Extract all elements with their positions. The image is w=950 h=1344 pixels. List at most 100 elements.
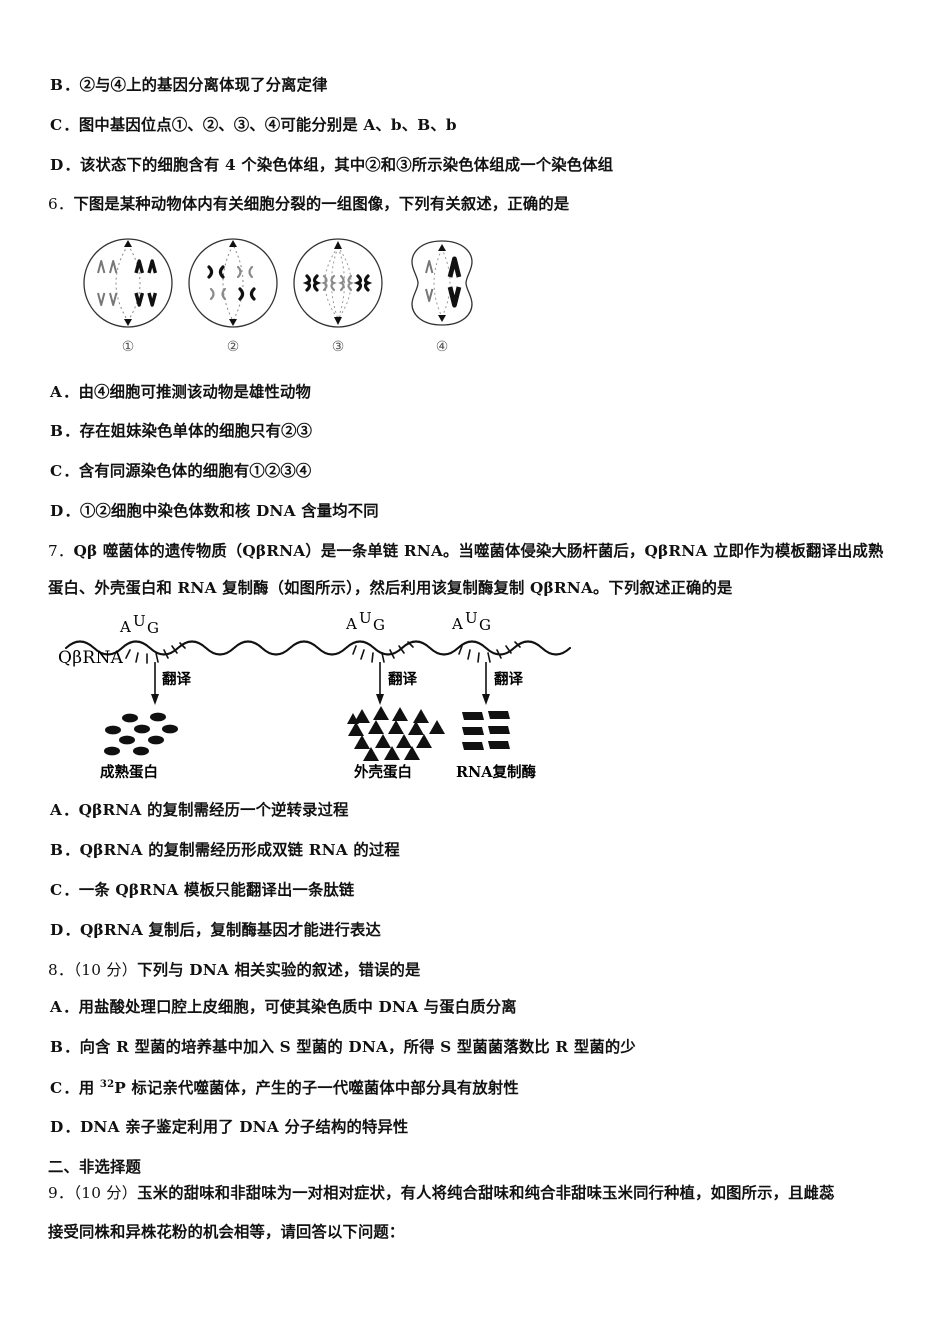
option-text: 含有同源染色体的细胞有①②③④ bbox=[78, 462, 312, 481]
option-sep: ． bbox=[63, 881, 79, 900]
option-sep: ． bbox=[63, 997, 79, 1016]
option-sep: ． bbox=[63, 382, 79, 401]
product-label-mature-protein: 成熟蛋白 bbox=[100, 764, 158, 782]
option-row[interactable]: A．用盐酸处理口腔上皮细胞，可使其染色质中 DNA 与蛋白质分离 bbox=[48, 997, 902, 1016]
option-label: D bbox=[50, 920, 64, 939]
option-label: A bbox=[50, 801, 63, 820]
cell-1 bbox=[83, 238, 173, 328]
start-codon-1: A U G bbox=[120, 612, 159, 638]
start-codon-3: A U G bbox=[452, 609, 491, 635]
qbeta-rna-svg bbox=[64, 640, 572, 762]
question-5-options-group: B．②与④上的基因分离体现了分离定律 C．图中基因位点①、②、③、④可能分别是 … bbox=[48, 76, 902, 174]
option-label: B bbox=[50, 1037, 64, 1056]
option-row[interactable]: D．QβRNA 复制后，复制酶基因才能进行表达 bbox=[48, 920, 902, 939]
question-9-stem-text-2: 接受同株和异株花粉的机会相等，请回答以下问题： bbox=[48, 1222, 405, 1241]
option-text-after: P 标记亲代噬菌体，产生的子一代噬菌体中部分具有放射性 bbox=[114, 1078, 519, 1097]
question-6-options-group: A．由④细胞可推测该动物是雄性动物 B．存在姐妹染色单体的细胞只有②③ C．含有… bbox=[48, 382, 902, 521]
option-row[interactable]: D．①②细胞中染色体数和核 DNA 含量均不同 bbox=[48, 502, 902, 521]
codon-ticks-3 bbox=[458, 641, 521, 664]
product-coat-protein-glyphs bbox=[347, 706, 445, 762]
option-sep: ． bbox=[64, 502, 80, 521]
option-sep: ． bbox=[63, 1078, 79, 1097]
option-text: 用盐酸处理口腔上皮细胞，可使其染色质中 DNA 与蛋白质分离 bbox=[78, 997, 517, 1016]
option-row[interactable]: B．存在姐妹染色单体的细胞只有②③ bbox=[48, 424, 902, 439]
option-label: B bbox=[50, 422, 64, 441]
option-label: B bbox=[50, 841, 64, 860]
option-sep: ． bbox=[64, 155, 80, 174]
option-sep: ． bbox=[64, 422, 80, 441]
cell-label-3: ③ bbox=[331, 338, 345, 355]
option-sep: ． bbox=[64, 1118, 80, 1137]
option-row[interactable]: C．含有同源染色体的细胞有①②③④ bbox=[48, 464, 902, 479]
option-sep: ． bbox=[64, 76, 80, 94]
option-text: 由④细胞可推测该动物是雄性动物 bbox=[78, 382, 312, 401]
question-8-stem-text: 下列与 DNA 相关实验的叙述，错误的是 bbox=[137, 960, 421, 979]
question-7-stem-text-1: Qβ 噬菌体的遗传物质（QβRNA）是一条单链 RNA。当噬菌体侵染大肠杆菌后，… bbox=[73, 541, 884, 560]
option-text-before: 用 bbox=[78, 1078, 100, 1097]
option-row[interactable]: A．QβRNA 的复制需经历一个逆转录过程 bbox=[48, 803, 902, 818]
option-row[interactable]: B．向含 R 型菌的培养基中加入 S 型菌的 DNA，所得 S 型菌菌落数比 R… bbox=[48, 1037, 902, 1056]
product-label-coat-protein: 外壳蛋白 bbox=[354, 764, 412, 782]
option-row[interactable]: C．图中基因位点①、②、③、④可能分别是 A、b、B、b bbox=[48, 115, 902, 134]
option-label: D bbox=[50, 155, 64, 174]
option-row[interactable]: B．②与④上的基因分离体现了分离定律 bbox=[48, 76, 902, 94]
option-text: QβRNA 的复制需经历形成双链 RNA 的过程 bbox=[79, 841, 400, 860]
question-9-stem-line2: 接受同株和异株花粉的机会相等，请回答以下问题： bbox=[48, 1222, 902, 1241]
question-7-number: 7． bbox=[48, 541, 74, 560]
option-label: C bbox=[50, 462, 63, 481]
option-label: A bbox=[50, 997, 63, 1016]
question-9-stem-line1: 9．（10 分）玉米的甜味和非甜味为一对相对症状，有人将纯合甜味和纯合非甜味玉米… bbox=[48, 1183, 902, 1202]
product-mature-protein-glyphs bbox=[104, 713, 178, 756]
cell-figure-labels: ① ② ③ ④ bbox=[70, 339, 510, 363]
question-6-stem: 6．下图是某种动物体内有关细胞分裂的一组图像，下列有关叙述，正确的是 bbox=[48, 197, 902, 212]
cell-division-figure bbox=[70, 227, 510, 339]
question-7-options-group: A．QβRNA 的复制需经历一个逆转录过程 B．QβRNA 的复制需经历形成双链… bbox=[48, 803, 902, 938]
option-label: D bbox=[50, 1118, 64, 1137]
option-label: A bbox=[50, 382, 63, 401]
option-row[interactable]: C．一条 QβRNA 模板只能翻译出一条肽链 bbox=[48, 881, 902, 900]
option-sep: ． bbox=[64, 1037, 80, 1056]
cell-4 bbox=[411, 240, 473, 326]
translation-label-2: 翻译 bbox=[388, 671, 417, 689]
question-9-stem-text-1: 玉米的甜味和非甜味为一对相对症状，有人将纯合甜味和纯合非甜味玉米同行种植，如图所… bbox=[137, 1183, 835, 1202]
cell-2 bbox=[188, 238, 278, 328]
option-row[interactable]: B．QβRNA 的复制需经历形成双链 RNA 的过程 bbox=[48, 843, 902, 858]
option-text: 存在姐妹染色单体的细胞只有②③ bbox=[79, 422, 313, 441]
question-7-stem-line2: 蛋白、外壳蛋白和 RNA 复制酶（如图所示），然后利用该复制酶复制 QβRNA。… bbox=[48, 581, 902, 596]
translation-label-1: 翻译 bbox=[162, 671, 191, 689]
option-row[interactable]: A．由④细胞可推测该动物是雄性动物 bbox=[48, 382, 902, 401]
question-6-number: 6． bbox=[48, 195, 74, 214]
question-7-stem-text-2: 蛋白、外壳蛋白和 RNA 复制酶（如图所示），然后利用该复制酶复制 QβRNA。… bbox=[48, 579, 733, 598]
question-9-number: 9． bbox=[48, 1183, 74, 1202]
option-row[interactable]: C．用 32P 标记亲代噬菌体，产生的子一代噬菌体中部分具有放射性 bbox=[48, 1078, 902, 1097]
option-sep: ． bbox=[63, 462, 79, 481]
codon-ticks-2 bbox=[352, 641, 414, 664]
option-row[interactable]: D．该状态下的细胞含有 4 个染色体组，其中②和③所示染色体组成一个染色体组 bbox=[48, 155, 902, 174]
cell-3 bbox=[293, 238, 383, 328]
cell-division-svg bbox=[83, 238, 473, 328]
question-8-number: 8． bbox=[48, 960, 74, 979]
option-text: ②与④上的基因分离体现了分离定律 bbox=[79, 76, 328, 94]
option-label: C bbox=[50, 1078, 63, 1097]
option-label: B bbox=[50, 76, 64, 94]
start-codon-2: A U G bbox=[346, 609, 385, 635]
question-9-score: （10 分） bbox=[73, 1183, 138, 1202]
product-label-rna-replicase: RNA复制酶 bbox=[456, 764, 537, 782]
option-sep: ． bbox=[64, 841, 80, 860]
option-text: DNA 亲子鉴定利用了 DNA 分子结构的特异性 bbox=[79, 1118, 409, 1137]
option-sep: ． bbox=[63, 801, 79, 820]
option-sep: ． bbox=[63, 115, 79, 134]
option-text: ①②细胞中染色体数和核 DNA 含量均不同 bbox=[79, 502, 379, 521]
section-2-heading: 二、非选择题 bbox=[48, 1158, 141, 1177]
option-text: QβRNA 复制后，复制酶基因才能进行表达 bbox=[79, 920, 381, 939]
option-text: 一条 QβRNA 模板只能翻译出一条肽链 bbox=[78, 881, 355, 900]
rna-strand-wave bbox=[64, 640, 572, 657]
option-row[interactable]: D．DNA 亲子鉴定利用了 DNA 分子结构的特异性 bbox=[48, 1120, 902, 1135]
question-8-options-group: A．用盐酸处理口腔上皮细胞，可使其染色质中 DNA 与蛋白质分离 B．向含 R … bbox=[48, 997, 902, 1136]
option-text: 图中基因位点①、②、③、④可能分别是 A、b、B、b bbox=[78, 115, 457, 134]
option-text: 该状态下的细胞含有 4 个染色体组，其中②和③所示染色体组成一个染色体组 bbox=[79, 155, 614, 174]
option-label: C bbox=[50, 115, 63, 134]
question-8-stem: 8．（10 分）下列与 DNA 相关实验的叙述，错误的是 bbox=[48, 960, 902, 979]
qbeta-rna-figure: A U G A U G A U G QβRNA 翻译 翻译 翻译 成熟蛋白 外壳… bbox=[58, 606, 628, 781]
option-label: C bbox=[50, 881, 63, 900]
